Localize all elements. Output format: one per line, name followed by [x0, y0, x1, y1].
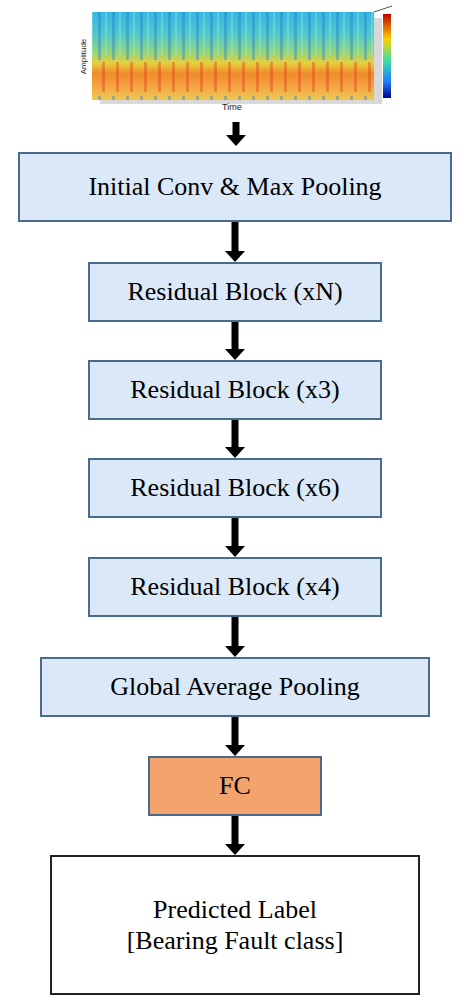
- flow-arrow: [225, 717, 245, 756]
- axis-label: Amplitude: [79, 39, 88, 75]
- arrow-shaft: [232, 717, 239, 746]
- axis-label: Time: [222, 102, 242, 112]
- node-label: Initial Conv & Max Pooling: [88, 171, 381, 202]
- output-box: Predicted Label[Bearing Fault class]: [50, 855, 420, 995]
- arrow-head: [225, 546, 245, 557]
- layer-box: FC: [148, 756, 322, 816]
- layer-box: Residual Block (xN): [88, 262, 382, 322]
- arrow-shaft: [232, 420, 239, 448]
- layer-box: Residual Block (x3): [88, 360, 382, 420]
- node-label: Global Average Pooling: [110, 671, 359, 702]
- arrow-shaft: [232, 816, 239, 845]
- colorbar: [383, 14, 391, 98]
- flow-arrow: [225, 816, 245, 855]
- node-label: Residual Block (x4): [130, 571, 339, 602]
- flow-arrow: [225, 420, 245, 458]
- arrow-head: [225, 251, 245, 262]
- arrow-shaft: [232, 518, 239, 547]
- node-label: Predicted Label: [153, 894, 317, 925]
- layer-box: Initial Conv & Max Pooling: [18, 152, 452, 222]
- spectrogram-image: [92, 6, 392, 104]
- arrow-head: [225, 844, 245, 855]
- flow-arrow: [225, 518, 245, 557]
- input-arrow: [226, 122, 246, 146]
- layer-box: Global Average Pooling: [40, 657, 430, 717]
- node-label: Residual Block (x6): [130, 472, 339, 503]
- layer-box: Residual Block (x6): [88, 458, 382, 518]
- arrow-shaft: [232, 322, 239, 350]
- flow-arrow: [225, 617, 245, 657]
- node-label: [Bearing Fault class]: [127, 925, 344, 956]
- arrow-shaft: [233, 122, 240, 136]
- arrow-shaft: [232, 617, 239, 647]
- node-label: Residual Block (x3): [130, 374, 339, 405]
- flow-arrow: [225, 222, 245, 262]
- arrow-head: [225, 349, 245, 360]
- node-label: FC: [219, 770, 251, 801]
- arrow-head: [225, 646, 245, 657]
- flow-arrow: [225, 322, 245, 360]
- arrow-head: [225, 745, 245, 756]
- arrow-shaft: [232, 222, 239, 252]
- node-label: Residual Block (xN): [127, 276, 342, 307]
- arrow-head: [225, 447, 245, 458]
- spectrogram-plot: [92, 12, 374, 100]
- layer-box: Residual Block (x4): [88, 557, 382, 617]
- spectrogram-texture: [92, 12, 374, 100]
- frame-edge: [374, 6, 392, 12]
- arrow-head: [226, 135, 246, 146]
